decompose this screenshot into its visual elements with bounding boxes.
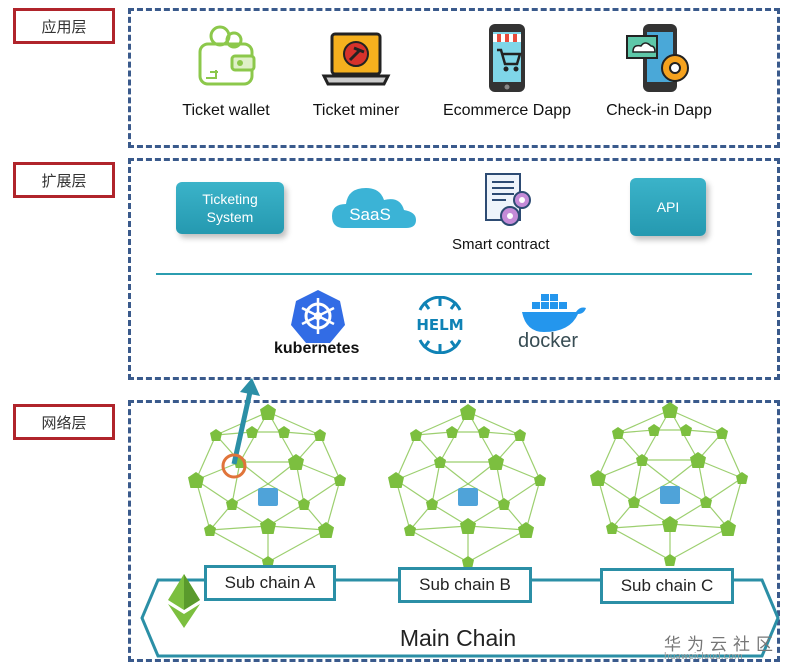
core-cube (458, 488, 478, 506)
network-vertex (514, 429, 526, 441)
smart-contract-label: Smart contract (452, 236, 550, 253)
network-vertex (680, 424, 692, 436)
network-vertex (462, 556, 474, 568)
network-vertex (226, 498, 238, 510)
watermark-text: 华为云社区 (664, 635, 779, 655)
network-vertex (606, 522, 618, 534)
core-cube (258, 488, 278, 506)
network-vertex (628, 496, 640, 508)
ticketing-system-label: Ticketing System (202, 190, 258, 226)
network-vertex (648, 424, 660, 436)
sub-chain-label: Sub chain A (224, 573, 316, 592)
docker-whale-icon (522, 294, 586, 332)
watermark-url: huaweicloud.com (664, 652, 743, 662)
extension-divider (156, 273, 752, 275)
network-vertex (662, 402, 678, 418)
ethereum-logo-icon (168, 574, 200, 628)
network-vertex (410, 429, 422, 441)
phone-shopping-cart-icon (489, 24, 525, 92)
app-label: Ticket miner (312, 102, 400, 119)
network-vertex (426, 498, 438, 510)
sub-chain-network-node-b (388, 404, 546, 568)
network-vertex (314, 429, 326, 441)
docker-label: docker (518, 330, 579, 352)
network-vertex (518, 522, 534, 538)
ticketing-system-box[interactable]: Ticketing System (176, 182, 284, 234)
app-check-in-dapp[interactable]: Check-in Dapp (596, 22, 722, 120)
network-vertex (278, 426, 290, 438)
network-vertex (334, 474, 346, 486)
app-ecommerce-dapp[interactable]: Ecommerce Dapp (434, 22, 580, 120)
kubernetes-logo-icon (291, 290, 345, 343)
helm-label: HELM (416, 316, 463, 334)
network-vertex (188, 472, 204, 488)
network-vertex (720, 520, 736, 536)
network-vertex (498, 498, 510, 510)
sub-chain-network-node-c (590, 402, 748, 566)
api-label: API (656, 199, 680, 215)
network-vertex (404, 524, 416, 536)
sub-chain-b[interactable]: Sub chain B (398, 567, 532, 603)
core-cube (660, 486, 680, 504)
application-layer-label: 应用层 (13, 8, 115, 44)
app-ticket-wallet[interactable]: Ticket wallet (168, 22, 284, 120)
network-vertex (716, 427, 728, 439)
network-vertex (204, 524, 216, 536)
network-vertex (664, 554, 676, 566)
network-vertex (534, 474, 546, 486)
network-vertex (210, 429, 222, 441)
network-vertex (388, 472, 404, 488)
network-vertex (700, 496, 712, 508)
network-vertex (298, 498, 310, 510)
network-vertex (690, 452, 706, 468)
network-layer-label: 网络层 (13, 404, 115, 440)
network-vertex (288, 454, 304, 470)
main-chain-label: Main Chain (400, 625, 516, 651)
phone-cloud-gear-icon (626, 24, 689, 92)
network-vertex (590, 470, 606, 486)
sub-chain-a[interactable]: Sub chain A (204, 565, 336, 601)
saas-label: SaaS (349, 205, 391, 224)
network-vertex (460, 518, 476, 534)
app-label: Check-in Dapp (606, 102, 712, 119)
network-vertex (488, 454, 504, 470)
sub-chain-c[interactable]: Sub chain C (600, 568, 734, 604)
extension-layer-label: 扩展层 (13, 162, 115, 198)
network-vertex (318, 522, 334, 538)
helm-logo-icon: HELM (416, 296, 464, 354)
app-label: Ticket wallet (182, 102, 270, 119)
app-ticket-miner[interactable]: Ticket miner (298, 22, 414, 120)
ticketing-line-1: Ticketing (202, 191, 258, 207)
network-vertex (612, 427, 624, 439)
laptop-mining-icon (321, 32, 391, 86)
kubernetes-label: kubernetes (274, 340, 360, 357)
network-vertex (478, 426, 490, 438)
network-vertex (260, 518, 276, 534)
network-vertex (662, 516, 678, 532)
app-label: Ecommerce Dapp (442, 102, 572, 119)
ticketing-line-2: System (206, 209, 254, 225)
wallet-circuit-icon (198, 25, 256, 86)
api-box[interactable]: API (630, 178, 706, 236)
smart-contract-icon (485, 173, 531, 226)
network-vertex (446, 426, 458, 438)
network-vertex (460, 404, 476, 420)
network-vertex (636, 454, 648, 466)
sub-chain-label: Sub chain B (419, 575, 511, 594)
network-vertex (260, 404, 276, 420)
network-vertex (434, 456, 446, 468)
network-vertex (736, 472, 748, 484)
saas-cloud-icon: SaaS (332, 188, 416, 228)
sub-chain-label: Sub chain C (620, 576, 714, 595)
